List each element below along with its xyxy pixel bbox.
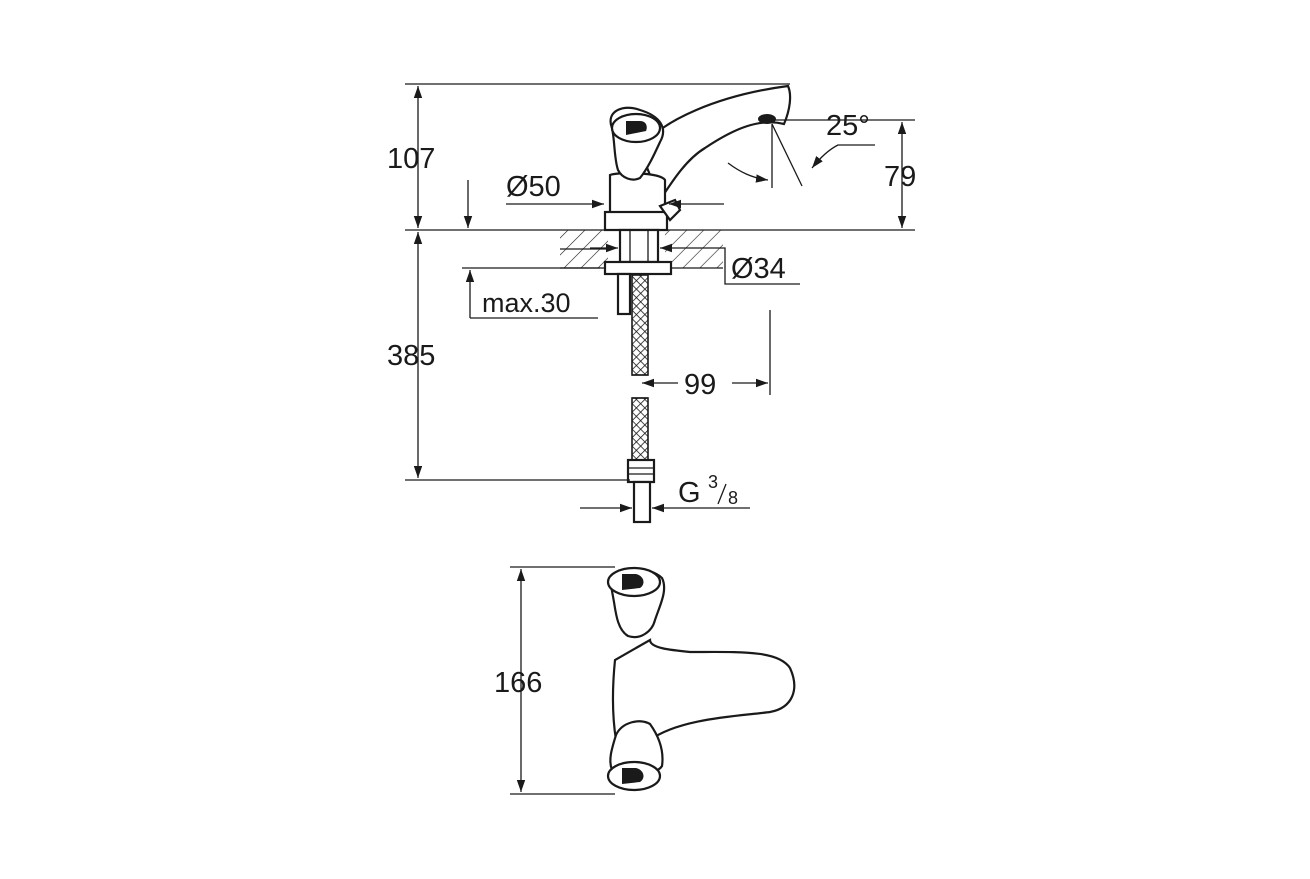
shank [603,228,673,316]
dim-107-label: 107 [387,143,435,175]
body-base [603,210,669,232]
top-handle-lower [609,720,664,776]
dim-50-label: Ø50 [506,171,561,203]
dim-thread-denominator: 8 [728,488,738,508]
side-view: 107 Ø50 25° 79 Ø34 [387,83,916,524]
dim-spout-reach: 99 [642,310,771,401]
spout-outlet [758,114,776,124]
spout [638,84,792,203]
dim-34-label: Ø34 [731,253,786,285]
flexible-hose [626,274,656,524]
dim-body-diameter: Ø50 [463,171,724,228]
dim-thread-letter: G [678,477,701,509]
deck-section [560,230,723,269]
dim-max-deck-thickness: max.30 [462,267,600,319]
top-view: 166 [494,566,796,795]
dim-385-label: 385 [387,340,435,372]
dim-shank-diameter: Ø34 [590,243,800,285]
dim-handle-span: 166 [494,566,615,795]
dim-25-label: 25° [826,110,870,142]
faucet-body [603,84,792,232]
dim-height-below-deck: 385 [387,232,630,481]
dim-height-above-deck: 107 [387,83,790,228]
dim-spout-angle: 25° [727,110,915,188]
dim-connection-thread: G 3 8 [580,472,750,522]
dim-79-label: 79 [884,161,916,193]
dim-99-label: 99 [684,369,716,401]
dim-spout-outlet-height: 79 [884,122,916,228]
dim-max30-label: max.30 [482,288,571,318]
dim-166-label: 166 [494,667,542,699]
dim-thread-numerator: 3 [708,472,718,492]
